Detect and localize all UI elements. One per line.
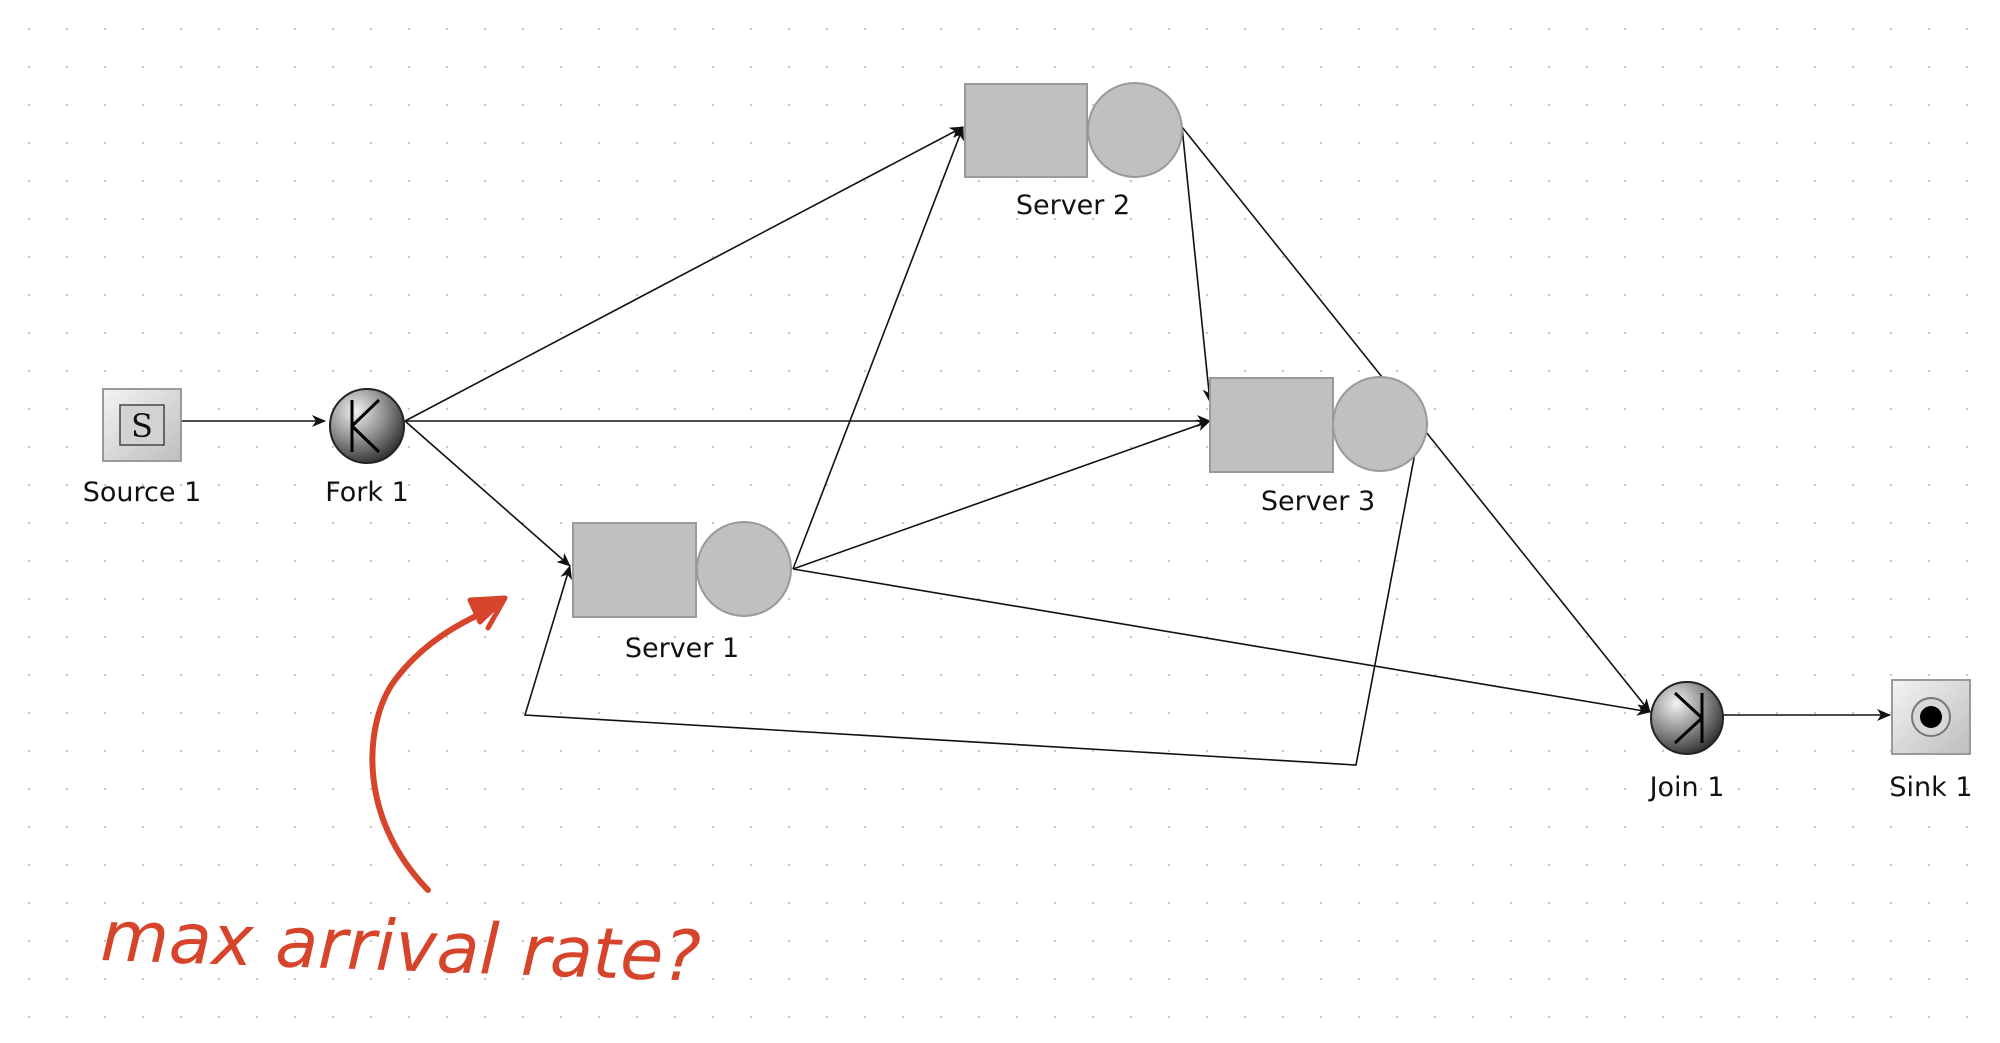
annotation: max arrival rate? [99, 595, 702, 998]
server1-node[interactable]: Server 1 [572, 521, 792, 664]
fork-icon [350, 398, 381, 454]
annotation-arrow-curve [369, 602, 503, 893]
join-label: Join 1 [1648, 772, 1725, 803]
edges [180, 126, 1891, 766]
server2-node[interactable]: Server 2 [964, 82, 1183, 221]
source-symbol: S [131, 407, 153, 445]
fork-label: Fork 1 [325, 477, 409, 508]
sink-label: Sink 1 [1889, 772, 1972, 803]
fork-ball [329, 388, 405, 464]
server1-label: Server 1 [625, 633, 739, 664]
server2-station [1087, 82, 1183, 178]
fork-node[interactable]: Fork 1 [325, 388, 409, 508]
join-ball [1650, 681, 1724, 755]
source-node[interactable]: S Source 1 [83, 388, 202, 508]
server1-station [696, 521, 792, 617]
server3-label: Server 3 [1261, 486, 1375, 517]
edge-fork1-server1[interactable] [404, 420, 571, 567]
source-label: Source 1 [83, 477, 202, 508]
server3-station [1332, 376, 1428, 472]
join-node[interactable]: Join 1 [1648, 681, 1725, 803]
source-inner [119, 404, 165, 446]
sink-node[interactable]: Sink 1 [1889, 679, 1973, 803]
edge-server2-server3[interactable] [1181, 126, 1215, 403]
join-icon [1673, 691, 1704, 745]
edge-fork1-server2[interactable] [404, 126, 964, 422]
annotation-arrowhead-icon [467, 595, 508, 631]
server3-node[interactable]: Server 3 [1209, 376, 1428, 517]
sink-dot-icon [1920, 706, 1942, 728]
edge-server1-server3[interactable] [792, 419, 1211, 570]
server1-queue [572, 522, 697, 618]
server2-queue [964, 83, 1088, 178]
server3-queue [1209, 377, 1334, 473]
annotation-text: max arrival rate? [99, 895, 702, 998]
edge-server3-server1-loop[interactable] [523, 436, 1419, 766]
edge-server1-join1[interactable] [792, 568, 1651, 716]
edge-server1-server2[interactable] [792, 126, 964, 570]
server2-label: Server 2 [1016, 190, 1130, 221]
